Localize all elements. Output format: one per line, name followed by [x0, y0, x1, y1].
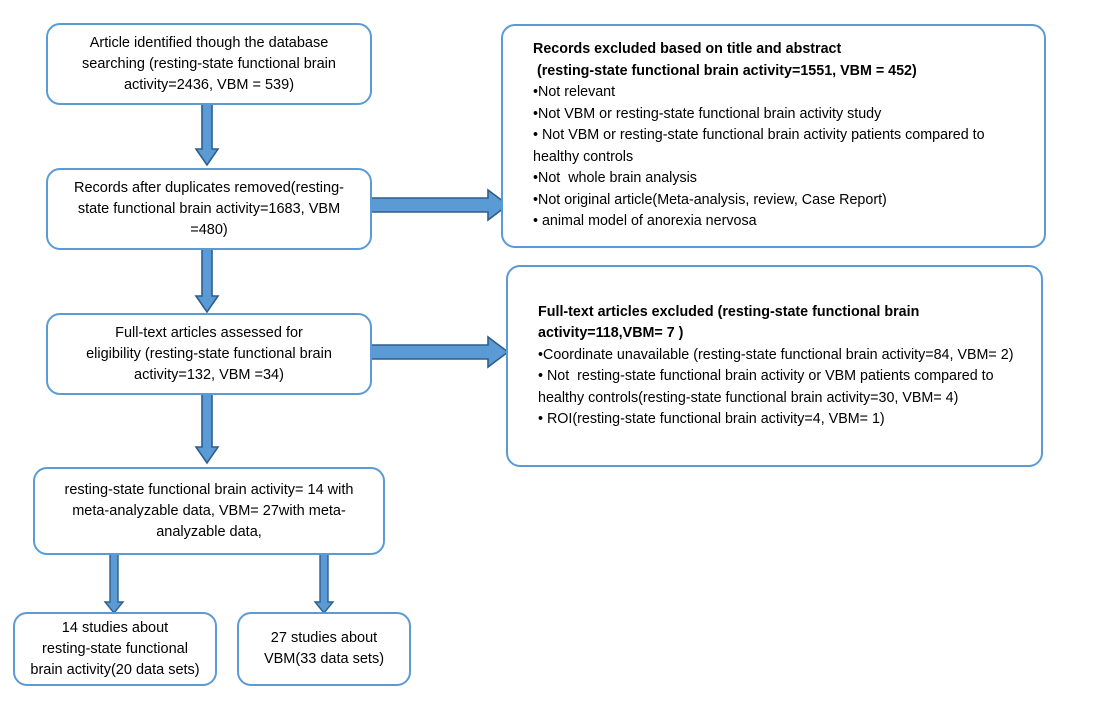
box-final-vbm-line-2: VBM(33 data sets) — [263, 651, 385, 667]
arrow-identification-to-duplicates — [194, 98, 220, 167]
box-excluded-fulltext[interactable]: Full-text articles excluded (resting-sta… — [506, 265, 1043, 467]
excluded-fulltext-item-2-cont: healthy controls(resting-state functiona… — [538, 389, 959, 406]
excluded-title-abstract-heading-2: (resting-state functional brain activity… — [533, 62, 917, 79]
box-duplicates-removed-line-1: Records after duplicates removed(resting… — [74, 179, 344, 196]
excluded-fulltext-item-2: • Not resting-state functional brain act… — [538, 368, 994, 384]
box-final-vbm[interactable]: 27 studies about VBM(33 data sets) — [237, 612, 411, 686]
box-included[interactable]: resting-state functional brain activity=… — [33, 467, 385, 555]
box-eligibility-line-3: activity=132, VBM =34) — [134, 366, 284, 383]
arrow-duplicates-to-excluded — [365, 188, 510, 222]
arrow-included-to-final-vbm — [313, 553, 335, 615]
excluded-title-abstract-item-1: •Not relevant — [533, 84, 616, 101]
excluded-title-abstract-heading-1: Records excluded based on title and abst… — [533, 41, 842, 58]
box-eligibility-line-2: eligibility (resting-state functional br… — [86, 345, 332, 362]
arrow-eligibility-to-fulltext-excluded — [365, 335, 510, 369]
excluded-fulltext-item-1: •Coordinate unavailable (resting-state f… — [538, 346, 1014, 363]
box-eligibility-content: Full-text articles assessed for eligibil… — [48, 315, 370, 393]
box-duplicates-removed[interactable]: Records after duplicates removed(resting… — [46, 168, 372, 250]
box-final-resting-state-line-3: brain activity(20 data sets) — [30, 661, 200, 678]
box-excluded-fulltext-content: Full-text articles excluded (resting-sta… — [508, 267, 1041, 465]
box-duplicates-removed-line-3: =480) — [190, 221, 228, 238]
box-included-line-2: meta-analyzable data, VBM= 27with meta- — [72, 502, 346, 519]
arrow-included-to-final-rest — [103, 553, 125, 615]
box-identification-content: Article identified though the database s… — [48, 25, 370, 103]
excluded-title-abstract-item-2: •Not VBM or resting-state functional bra… — [533, 105, 882, 122]
box-final-resting-state-line-1: 14 studies about — [61, 619, 169, 636]
box-final-resting-state[interactable]: 14 studies about resting-state functiona… — [13, 612, 217, 686]
box-identification-line-1: Article identified though the database — [89, 34, 329, 51]
box-final-resting-state-line-2: resting-state functional — [42, 640, 188, 657]
box-duplicates-removed-content: Records after duplicates removed(resting… — [48, 170, 370, 248]
box-excluded-title-abstract-content: Records excluded based on title and abst… — [503, 26, 1044, 246]
excluded-fulltext-heading-2: activity=118,VBM= 7 ) — [538, 325, 684, 341]
box-identification[interactable]: Article identified though the database s… — [46, 23, 372, 105]
box-included-line-1: resting-state functional brain activity=… — [64, 481, 354, 498]
box-included-line-3: analyzable data, — [156, 523, 262, 540]
excluded-title-abstract-item-5: •Not original article(Meta-analysis, rev… — [533, 191, 887, 208]
box-eligibility-line-1: Full-text articles assessed for — [115, 324, 303, 341]
excluded-title-abstract-item-3-cont: healthy controls — [533, 148, 634, 165]
box-final-vbm-content: 27 studies about VBM(33 data sets) — [239, 614, 409, 684]
arrow-duplicates-to-eligibility — [194, 243, 220, 314]
excluded-title-abstract-item-6: • animal model of anorexia nervosa — [533, 213, 757, 230]
box-final-vbm-line-1: 27 studies about — [270, 630, 378, 646]
excluded-title-abstract-item-3: • Not VBM or resting-state functional br… — [533, 127, 985, 144]
box-identification-line-2: searching (resting-state functional brai… — [82, 55, 336, 72]
box-identification-line-3: activity=2436, VBM = 539) — [123, 76, 295, 93]
box-final-resting-state-content: 14 studies about resting-state functiona… — [15, 614, 215, 684]
box-excluded-title-abstract[interactable]: Records excluded based on title and abst… — [501, 24, 1046, 248]
box-eligibility[interactable]: Full-text articles assessed for eligibil… — [46, 313, 372, 395]
excluded-fulltext-heading-1: Full-text articles excluded (resting-sta… — [538, 303, 920, 320]
box-included-content: resting-state functional brain activity=… — [35, 469, 383, 553]
box-duplicates-removed-line-2: state functional brain activity=1683, VB… — [77, 200, 341, 217]
excluded-fulltext-item-3: • ROI(resting-state functional brain act… — [538, 411, 885, 427]
arrow-eligibility-to-included — [194, 388, 220, 465]
excluded-title-abstract-item-4: •Not whole brain analysis — [533, 170, 697, 187]
